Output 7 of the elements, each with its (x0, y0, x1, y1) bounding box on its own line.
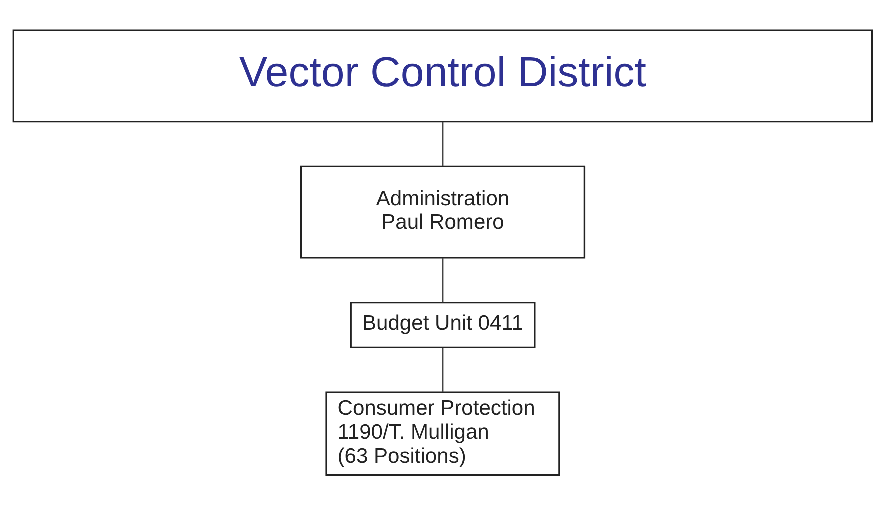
node-box: Budget Unit 0411 (350, 302, 536, 349)
node-box: Consumer Protection 1190/T. Mulligan (63 Positions) (326, 392, 560, 476)
node-box: Vector Control District (12, 30, 874, 123)
connector (442, 122, 444, 166)
connector (442, 348, 444, 392)
node-box: Administration Paul Romero (300, 166, 586, 259)
connector (442, 258, 444, 303)
